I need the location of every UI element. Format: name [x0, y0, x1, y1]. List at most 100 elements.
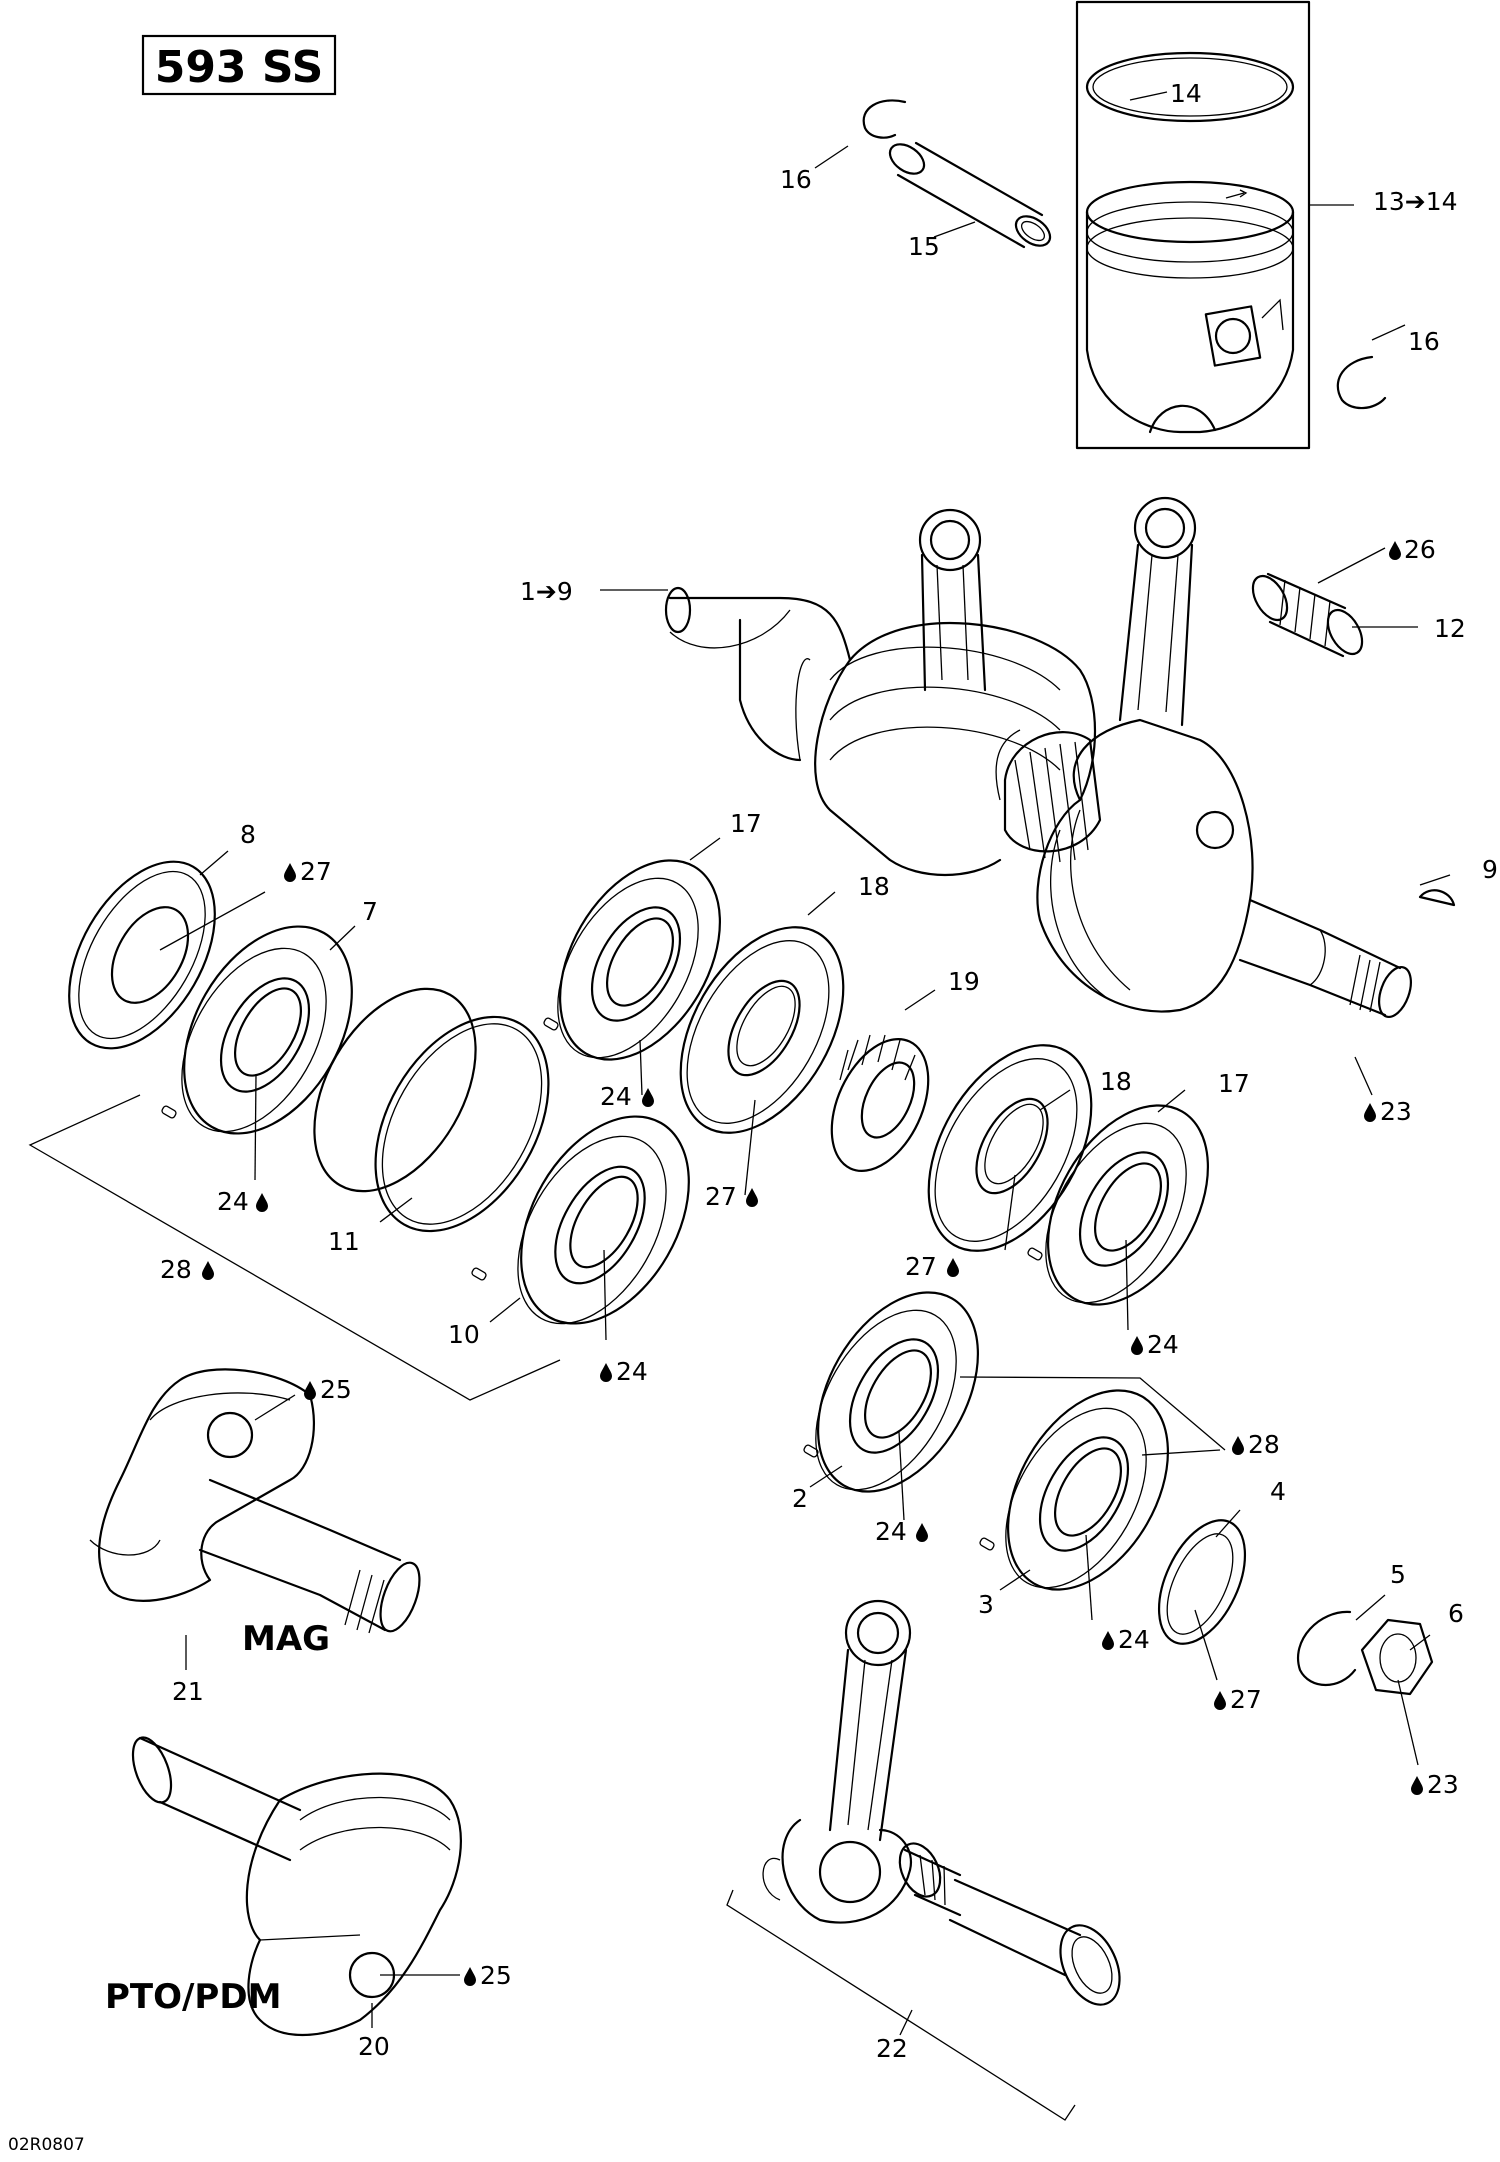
- callout-12: 12: [1434, 614, 1466, 643]
- callout-24: 24: [1118, 1625, 1150, 1654]
- needle-bearing: [1251, 572, 1364, 658]
- callout-28: 28: [160, 1255, 192, 1284]
- lock-washer: [1297, 1610, 1357, 1686]
- oil-drop-icon: [256, 1193, 268, 1212]
- dowel-pin: [979, 1537, 995, 1551]
- oil-drop-icon: [1232, 1436, 1244, 1455]
- dowel-pin: [161, 1105, 177, 1119]
- callout-15: 15: [908, 232, 940, 261]
- ball-bearing-3: [1005, 1389, 1169, 1591]
- ball-bearing-2: [815, 1291, 979, 1493]
- callout-27: 27: [705, 1182, 737, 1211]
- dowel-pin: [1027, 1247, 1043, 1261]
- pto-label: PTO/PDM: [105, 1977, 281, 2017]
- oil-drop-icon: [642, 1088, 654, 1107]
- seal-18-lower: [927, 1044, 1093, 1252]
- oil-drop-icon: [947, 1258, 959, 1277]
- callout-18: 18: [1100, 1067, 1132, 1096]
- callout-17: 17: [1218, 1069, 1250, 1098]
- ball-bearing-17-lower: [1045, 1104, 1209, 1306]
- model-title-text: 593 SS: [155, 42, 324, 93]
- circlip-right: [1336, 355, 1387, 410]
- oil-drop-icon: [1389, 541, 1401, 560]
- ball-bearing-7: [181, 925, 353, 1135]
- callout-14: 14: [1170, 79, 1202, 108]
- oil-drop-icon: [916, 1523, 928, 1542]
- callout-27: 27: [300, 857, 332, 886]
- bearing-group-bracket: [28, 1094, 561, 1401]
- callout-9: 9: [1482, 855, 1498, 884]
- snap-ring-a: [313, 987, 477, 1193]
- seal-4: [1157, 1519, 1247, 1645]
- woodruff-key: [1418, 889, 1456, 907]
- snap-ring-b: [374, 1015, 550, 1233]
- oil-drop-icon: [304, 1381, 316, 1400]
- callout-1-9: 1➔9: [520, 577, 573, 606]
- piston: [1085, 180, 1295, 434]
- callout-7: 7: [362, 897, 378, 926]
- callout-23: 23: [1427, 1770, 1459, 1799]
- circlip-top: [862, 99, 907, 139]
- connecting-rod: [762, 1599, 913, 1924]
- piston-ring: [1085, 51, 1295, 123]
- seal-18-upper: [679, 926, 845, 1134]
- callout-25: 25: [480, 1961, 512, 1990]
- piston-pin: [888, 141, 1052, 249]
- callout-4: 4: [1270, 1477, 1286, 1506]
- ball-bearing-17-upper: [557, 859, 721, 1061]
- drawing-code: 02R0807: [8, 2135, 85, 2155]
- oil-drop-icon: [284, 863, 296, 882]
- piston-assembly: [1075, 0, 1354, 450]
- callout-24: 24: [600, 1082, 632, 1111]
- oil-drop-icon: [1102, 1631, 1114, 1650]
- oil-drop-icon: [600, 1363, 612, 1382]
- dowel-pin: [471, 1267, 487, 1281]
- callout-16: 16: [780, 165, 812, 194]
- callout-24: 24: [616, 1357, 648, 1386]
- oil-drop-icon: [1214, 1691, 1226, 1710]
- callout-17: 17: [730, 809, 762, 838]
- crankshaft-half-pto: [131, 1736, 462, 2036]
- callout-10: 10: [448, 1320, 480, 1349]
- callout-25: 25: [320, 1375, 352, 1404]
- callout-8: 8: [240, 820, 256, 849]
- callout-11: 11: [328, 1227, 360, 1256]
- callout-16: 16: [1408, 327, 1440, 356]
- callout-6: 6: [1448, 1599, 1464, 1628]
- callout-20: 20: [358, 2032, 390, 2061]
- dowel-pin: [543, 1017, 559, 1031]
- callout-26: 26: [1404, 535, 1436, 564]
- oil-drop-icon: [1411, 1776, 1423, 1795]
- leader-lines: [159, 91, 1451, 2028]
- ball-bearing-10: [517, 1115, 690, 1325]
- crankshaft-assembly: [664, 496, 1412, 1018]
- callout-13-14: 13➔14: [1373, 187, 1458, 216]
- callout-2: 2: [792, 1484, 808, 1513]
- callout-27: 27: [905, 1252, 937, 1281]
- callout-19: 19: [948, 967, 980, 996]
- oil-drop-icon: [1364, 1103, 1376, 1122]
- callout-23: 23: [1380, 1097, 1412, 1126]
- model-title: 593 SS: [141, 34, 337, 96]
- oil-drop-icon: [1131, 1336, 1143, 1355]
- callout-27: 27: [1230, 1685, 1262, 1714]
- nut: [1360, 1618, 1434, 1696]
- callout-24: 24: [1147, 1330, 1179, 1359]
- callout-21: 21: [172, 1677, 204, 1706]
- callout-24: 24: [875, 1517, 907, 1546]
- callout-28: 28: [1248, 1430, 1280, 1459]
- callout-24: 24: [217, 1187, 249, 1216]
- oil-drop-icon: [464, 1967, 476, 1986]
- dowel-pin: [803, 1444, 819, 1458]
- mag-label: MAG: [242, 1619, 330, 1659]
- callout-5: 5: [1390, 1560, 1406, 1589]
- oil-drop-icon: [202, 1261, 214, 1280]
- oil-drop-icon: [746, 1188, 758, 1207]
- oil-seal-mag: [68, 860, 216, 1050]
- callout-3: 3: [978, 1590, 994, 1619]
- drive-gear: [830, 1034, 930, 1172]
- callout-22: 22: [876, 2034, 908, 2063]
- rod-group-bracket: [726, 1889, 1076, 2121]
- crankshaft-half-mag: [89, 1368, 421, 1634]
